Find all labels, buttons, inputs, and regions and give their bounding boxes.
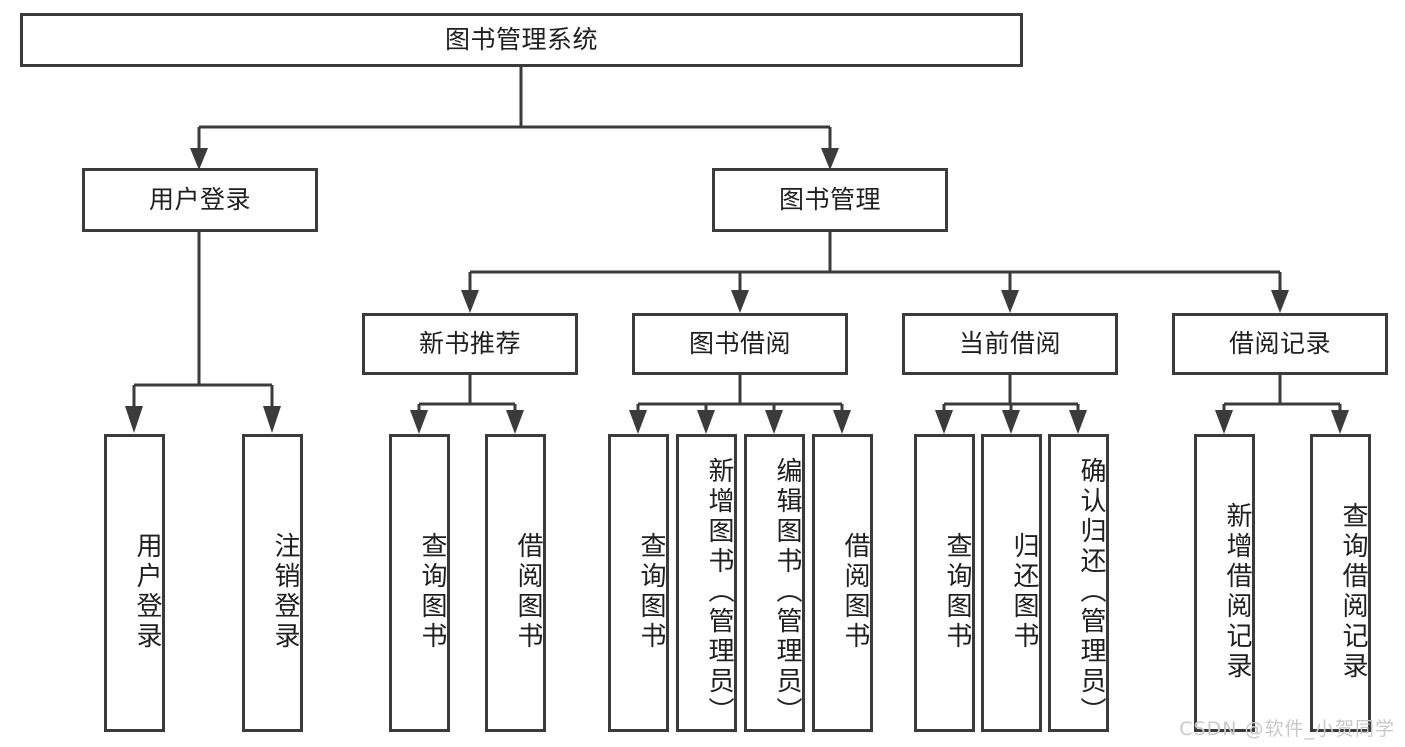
leaf-label: 确认归还（管理员）	[1076, 457, 1106, 727]
leaf-add-borrow-record[interactable]: 新增借阅记录	[1194, 434, 1255, 732]
leaf-add-book[interactable]: 新增图书（管理员）	[676, 434, 737, 732]
leaf-edit-book[interactable]: 编辑图书（管理员）	[744, 434, 805, 732]
leaf-label: 编辑图书（管理员）	[772, 457, 802, 727]
leaf-query-book-current[interactable]: 查询图书	[914, 434, 975, 732]
leaf-return-book[interactable]: 归还图书	[981, 434, 1042, 732]
leaf-logout-login[interactable]: 注销登录	[242, 434, 303, 732]
leaf-label: 查询图书	[636, 532, 666, 652]
leaf-query-book-recommend[interactable]: 查询图书	[389, 434, 450, 732]
leaf-confirm-return[interactable]: 确认归还（管理员）	[1048, 434, 1109, 732]
leaf-label: 借阅图书	[840, 532, 870, 652]
leaf-query-borrow-record[interactable]: 查询借阅记录	[1310, 434, 1371, 732]
node-book-borrow[interactable]: 图书借阅	[632, 313, 848, 375]
leaf-label: 用户登录	[132, 532, 162, 652]
node-user-login[interactable]: 用户登录	[82, 168, 318, 232]
leaf-label: 注销登录	[270, 532, 300, 652]
leaf-label: 新增图书（管理员）	[704, 457, 734, 727]
leaf-label: 查询图书	[417, 532, 447, 652]
leaf-query-book-borrow[interactable]: 查询图书	[608, 434, 669, 732]
leaf-label: 借阅图书	[513, 532, 543, 652]
node-root-system[interactable]: 图书管理系统	[20, 13, 1023, 67]
node-new-book-recommend[interactable]: 新书推荐	[362, 313, 578, 375]
leaf-borrow-book[interactable]: 借阅图书	[812, 434, 873, 732]
leaf-label: 归还图书	[1009, 532, 1039, 652]
leaf-borrow-book-recommend[interactable]: 借阅图书	[485, 434, 546, 732]
leaf-user-login[interactable]: 用户登录	[104, 434, 165, 732]
leaf-label: 查询图书	[942, 532, 972, 652]
node-book-management[interactable]: 图书管理	[712, 168, 948, 232]
watermark-text: CSDN @软件_小贺同学	[1179, 718, 1395, 740]
node-current-borrow[interactable]: 当前借阅	[902, 313, 1118, 375]
leaf-label: 查询借阅记录	[1338, 502, 1368, 682]
node-borrow-record[interactable]: 借阅记录	[1172, 313, 1388, 375]
leaf-label: 新增借阅记录	[1222, 502, 1252, 682]
